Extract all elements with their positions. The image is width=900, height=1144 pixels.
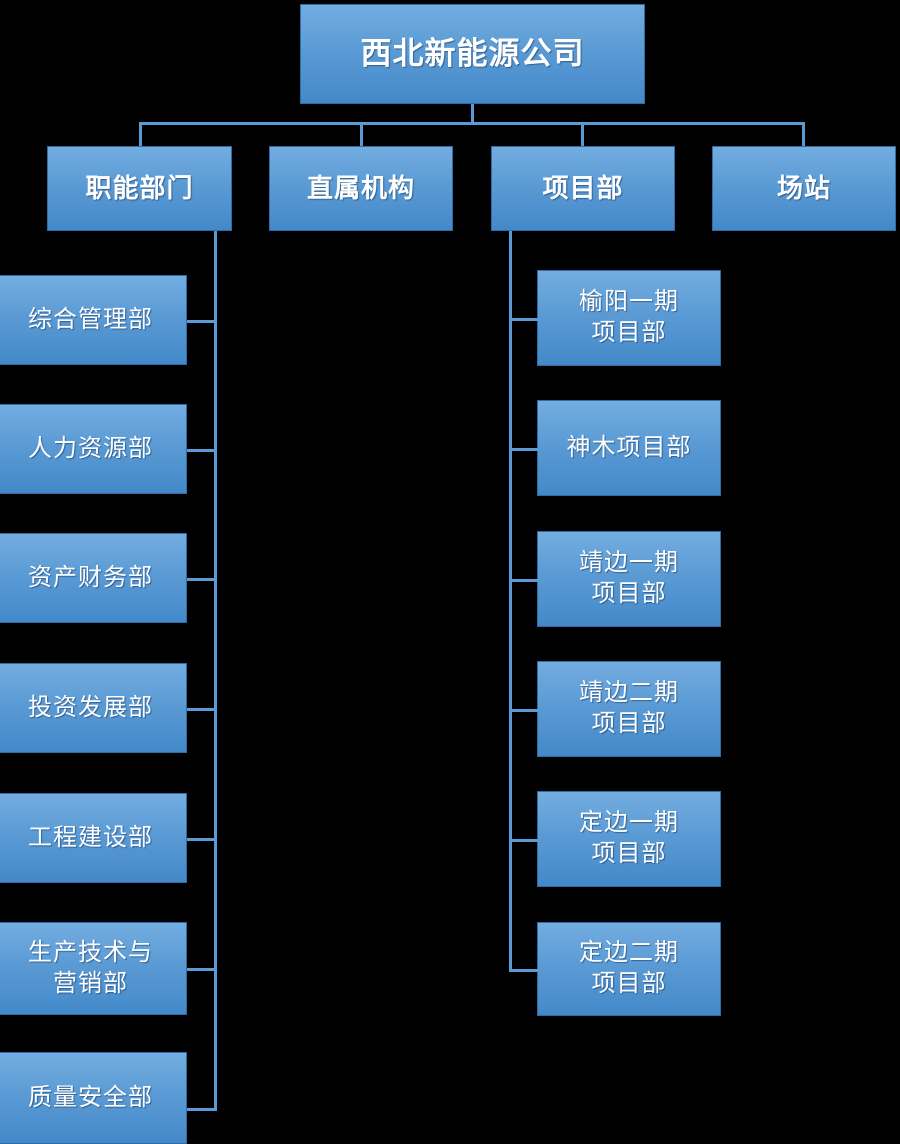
node-station-label: 场站 [776, 173, 831, 203]
node-department-2-label: 人力资源部 [28, 435, 153, 462]
connector-project-stub-1 [509, 318, 540, 321]
node-direct-institutions[interactable]: 直属机构 [269, 146, 453, 231]
node-department-3-label: 资产财务部 [28, 564, 153, 591]
node-root-company-label: 西北新能源公司 [360, 36, 585, 72]
node-department-6[interactable]: 生产技术与 营销部 [0, 922, 187, 1015]
node-project-3-label: 靖边一期 项目部 [579, 550, 679, 607]
node-project-6[interactable]: 定边二期 项目部 [537, 922, 721, 1016]
node-project-2[interactable]: 神木项目部 [537, 400, 721, 496]
connector-project-stub-2 [509, 448, 540, 451]
node-root-company[interactable]: 西北新能源公司 [300, 4, 645, 104]
node-project-department-label: 项目部 [542, 173, 624, 203]
node-department-5[interactable]: 工程建设部 [0, 793, 187, 883]
connector-functional-spine [214, 231, 217, 1110]
node-project-2-label: 神木项目部 [566, 434, 692, 461]
connector-functional-stub-1 [187, 320, 217, 323]
node-department-3[interactable]: 资产财务部 [0, 533, 187, 623]
node-project-department[interactable]: 项目部 [491, 146, 675, 231]
connector-level2-drop-1 [139, 122, 142, 147]
connector-project-stub-4 [509, 709, 540, 712]
node-department-7-label: 质量安全部 [28, 1084, 153, 1111]
node-project-5[interactable]: 定边一期 项目部 [537, 791, 721, 887]
node-department-1-label: 综合管理部 [28, 306, 153, 333]
node-department-4-label: 投资发展部 [28, 694, 153, 721]
connector-root-stem [471, 104, 474, 124]
node-project-6-label: 定边二期 项目部 [579, 940, 679, 997]
node-department-4[interactable]: 投资发展部 [0, 663, 187, 753]
connector-functional-stub-7 [187, 1108, 217, 1111]
node-functional-departments[interactable]: 职能部门 [47, 146, 232, 231]
connector-functional-stub-4 [187, 708, 217, 711]
connector-level2-drop-2 [360, 122, 363, 147]
connector-functional-stub-6 [187, 968, 217, 971]
node-department-1[interactable]: 综合管理部 [0, 275, 187, 365]
connector-functional-stub-5 [187, 838, 217, 841]
node-project-3[interactable]: 靖边一期 项目部 [537, 531, 721, 627]
node-station[interactable]: 场站 [712, 146, 896, 231]
node-department-7[interactable]: 质量安全部 [0, 1052, 187, 1144]
node-department-6-label: 生产技术与 营销部 [28, 939, 153, 997]
node-functional-departments-label: 职能部门 [85, 173, 194, 203]
connector-functional-stub-3 [187, 578, 217, 581]
node-department-5-label: 工程建设部 [28, 824, 153, 851]
connector-project-stub-3 [509, 579, 540, 582]
connector-level2-bus [139, 122, 805, 125]
connector-project-stub-5 [509, 839, 540, 842]
connector-level2-drop-3 [581, 122, 584, 147]
node-project-4[interactable]: 靖边二期 项目部 [537, 661, 721, 757]
node-project-1-label: 榆阳一期 项目部 [579, 289, 679, 346]
node-project-5-label: 定边一期 项目部 [579, 810, 679, 867]
node-direct-institutions-label: 直属机构 [306, 173, 415, 203]
connector-project-spine [509, 231, 512, 971]
node-project-1[interactable]: 榆阳一期 项目部 [537, 270, 721, 366]
connector-functional-stub-2 [187, 449, 217, 452]
node-project-4-label: 靖边二期 项目部 [579, 680, 679, 737]
connector-project-stub-6 [509, 969, 540, 972]
node-department-2[interactable]: 人力资源部 [0, 404, 187, 494]
connector-level2-drop-4 [802, 122, 805, 147]
